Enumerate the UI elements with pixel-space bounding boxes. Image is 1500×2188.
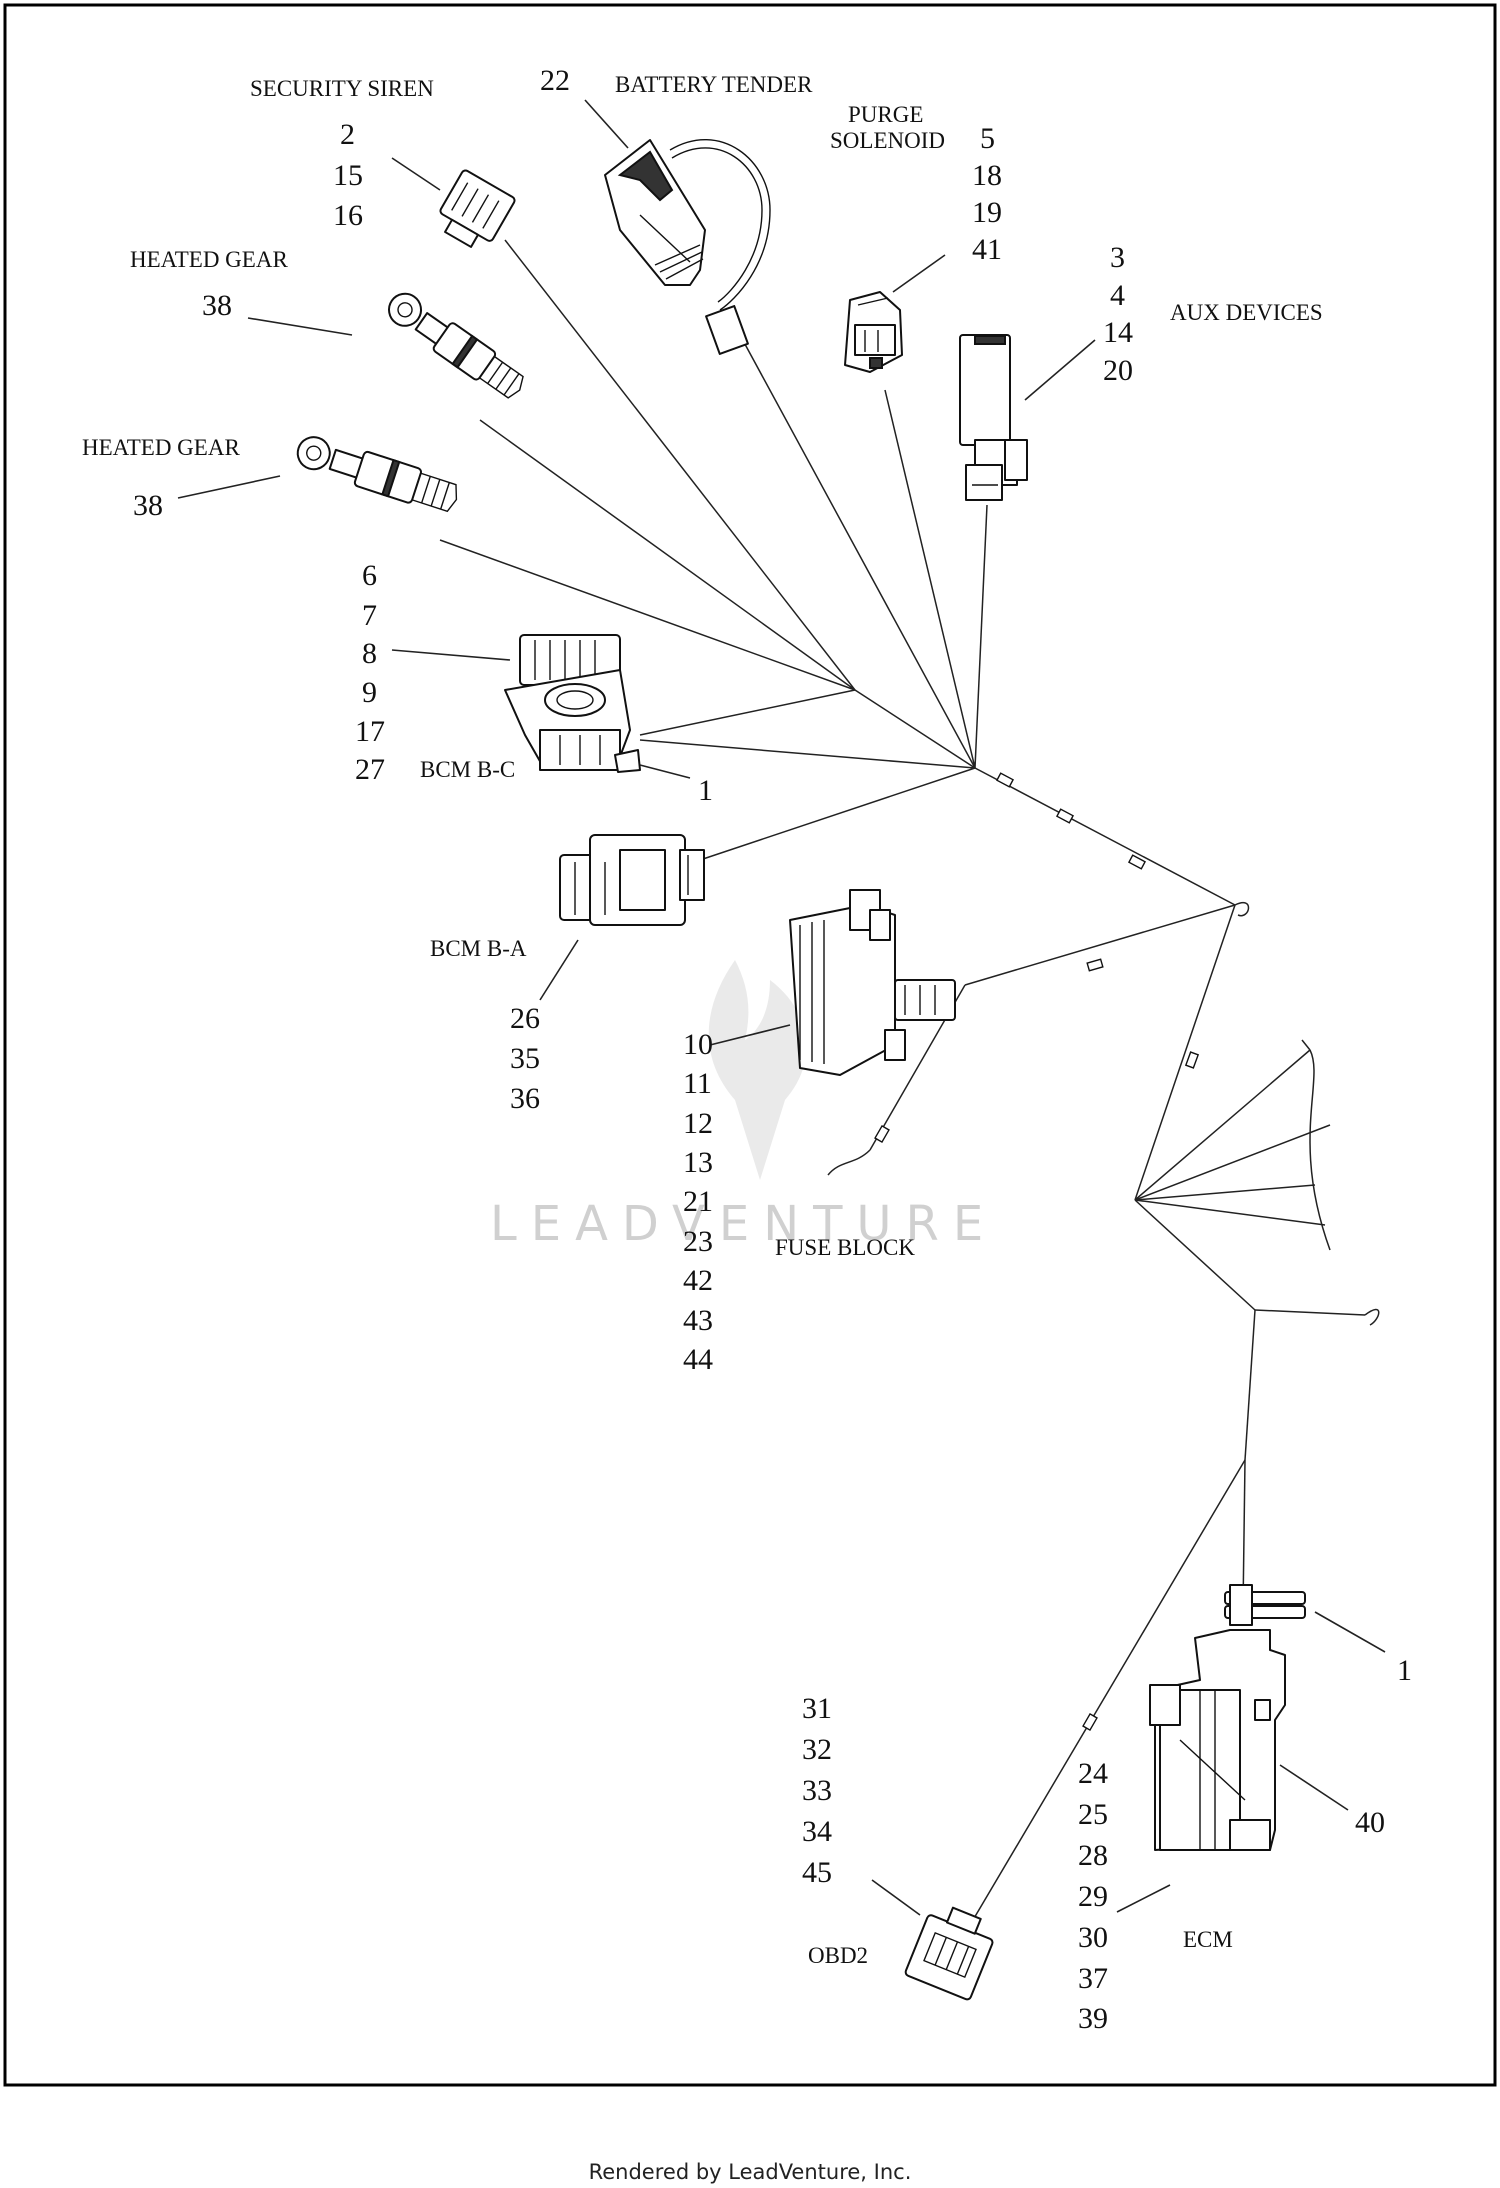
label-obd2: OBD2	[808, 1943, 868, 1968]
callout-number: 13	[683, 1146, 713, 1179]
label-bcm-ba: BCM B-A	[430, 936, 527, 961]
callout-number: 43	[683, 1304, 713, 1337]
callout-number: 14	[1103, 316, 1133, 349]
callout-number: 41	[972, 233, 1002, 266]
callout-number: 7	[362, 599, 377, 632]
callout-number: 9	[362, 676, 377, 709]
label-solenoid: SOLENOID	[830, 128, 945, 153]
callout-number: 35	[510, 1042, 540, 1075]
label-heated-gear-2: HEATED GEAR	[82, 435, 240, 460]
callout-number: 34	[802, 1815, 832, 1848]
callout-number: 44	[683, 1343, 713, 1376]
heated-gear-connector-2	[296, 436, 458, 513]
callout-number: 37	[1078, 1962, 1108, 1995]
callout-number: 11	[683, 1067, 712, 1100]
fuse-block	[789, 889, 956, 1076]
ecm-module	[1149, 1629, 1286, 1851]
callout-number: 20	[1103, 354, 1133, 387]
callout-number: 2	[340, 118, 355, 151]
callout-number: 1	[1397, 1654, 1412, 1687]
security-siren-connector	[439, 169, 516, 248]
callout-number: 10	[683, 1028, 713, 1061]
callout-number: 8	[362, 637, 377, 670]
callout-number: 4	[1110, 279, 1125, 312]
callout-number: 12	[683, 1107, 713, 1140]
callout-number: 25	[1078, 1798, 1108, 1831]
bcm-bc-connector	[504, 634, 641, 773]
label-fuse-block: FUSE BLOCK	[775, 1235, 915, 1260]
obd2-connector	[904, 1906, 994, 2001]
battery-tender-connector	[604, 139, 771, 355]
callout-number: 19	[972, 196, 1002, 229]
callout-number: 45	[802, 1856, 832, 1889]
callout-number: 40	[1355, 1806, 1385, 1839]
label-purge: PURGE	[848, 102, 923, 127]
label-bcm-bc: BCM B-C	[420, 757, 515, 782]
callout-number: 36	[510, 1082, 540, 1115]
label-security-siren: SECURITY SIREN	[250, 76, 434, 101]
watermark-text: LEADVENTURE	[490, 1196, 997, 1252]
leader-lines	[177, 99, 1386, 1916]
callout-number: 18	[972, 159, 1002, 192]
callout-number: 31	[802, 1692, 832, 1725]
callout-number: 16	[333, 199, 363, 232]
callout-number: 29	[1078, 1880, 1108, 1913]
label-aux-devices: AUX DEVICES	[1170, 300, 1323, 325]
harness-wires	[439, 239, 1380, 1926]
label-ecm: ECM	[1183, 1927, 1233, 1952]
callout-number: 32	[802, 1733, 832, 1766]
callout-number: 26	[510, 1002, 540, 1035]
callout-numbers: 2 15 16 22 5 18 19 41 3 4 14 20 38 38 6 …	[133, 64, 1412, 2035]
aux-devices-connector	[959, 334, 1028, 501]
component-labels: SECURITY SIREN BATTERY TENDER PURGE SOLE…	[82, 72, 1323, 1968]
purge-solenoid-connector	[844, 291, 903, 373]
callout-number: 15	[333, 159, 363, 192]
callout-number: 17	[355, 715, 385, 748]
callout-number: 6	[362, 559, 377, 592]
callout-number: 24	[1078, 1757, 1108, 1790]
callout-number: 30	[1078, 1921, 1108, 1954]
callout-number: 27	[355, 753, 385, 786]
callout-number: 3	[1110, 241, 1125, 274]
callout-number: 5	[980, 122, 995, 155]
callout-number: 1	[698, 774, 713, 807]
callout-number: 39	[1078, 2002, 1108, 2035]
callout-number: 33	[802, 1774, 832, 1807]
callout-number: 23	[683, 1225, 713, 1258]
label-battery-tender: BATTERY TENDER	[615, 72, 813, 97]
bcm-ba-connector	[559, 834, 705, 926]
footer-credit: Rendered by LeadVenture, Inc.	[588, 2160, 912, 2184]
callout-number: 21	[683, 1185, 713, 1218]
callout-number: 42	[683, 1264, 713, 1297]
wire-sleeves	[874, 772, 1200, 1732]
callout-number: 22	[540, 64, 570, 97]
diagram-frame	[3, 3, 1497, 2087]
callout-number: 38	[202, 289, 232, 322]
callout-number: 28	[1078, 1839, 1108, 1872]
ecm-clip	[1224, 1584, 1306, 1626]
heated-gear-connector-1	[388, 292, 524, 399]
callout-number: 38	[133, 489, 163, 522]
label-heated-gear-1: HEATED GEAR	[130, 247, 288, 272]
watermark-logo: LEADVENTURE	[490, 960, 997, 1252]
